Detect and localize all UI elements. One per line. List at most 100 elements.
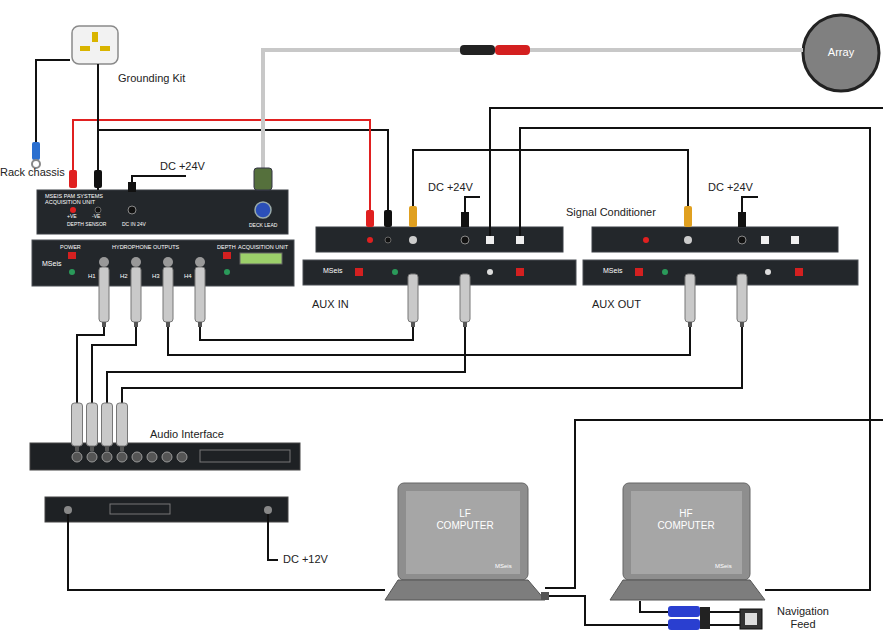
cable-plug <box>117 403 128 446</box>
xlr-socket <box>177 452 187 462</box>
xlr-socket <box>72 452 82 462</box>
array-circle: Array <box>803 12 879 94</box>
xlr-socket <box>162 452 172 462</box>
cable <box>107 312 465 428</box>
cable <box>263 50 803 190</box>
aux-out-unit: MSeisAUX OUT <box>583 258 858 312</box>
node-text: MSeis <box>603 267 622 275</box>
led <box>355 268 363 276</box>
plug-pin <box>92 32 98 42</box>
laptop-screen <box>406 491 520 574</box>
serial-splitter <box>700 607 710 629</box>
note-label: DC +24V <box>428 181 473 194</box>
wire <box>520 128 870 590</box>
node-text: ACQUISITION UNIT <box>238 244 288 250</box>
rear-panel <box>37 190 288 234</box>
serial-splitter <box>668 619 700 630</box>
port <box>791 236 799 244</box>
cable-plug <box>198 322 202 327</box>
banana-plug <box>384 210 392 227</box>
cable <box>122 312 742 428</box>
led <box>68 252 76 259</box>
note-label: DC +12V <box>283 553 328 566</box>
plug-pin <box>80 46 90 51</box>
cable-plug <box>131 267 141 322</box>
laptop-lid <box>398 483 528 580</box>
cable <box>168 286 690 355</box>
cable-plug <box>105 446 109 451</box>
node-text: MSeis <box>323 267 342 275</box>
cable-plug <box>102 403 113 446</box>
laptop-base <box>385 580 545 600</box>
node-text: Rack chassis <box>0 166 65 179</box>
xlr-socket <box>87 452 97 462</box>
node-text: H3 <box>152 273 160 280</box>
led <box>516 268 524 276</box>
deck-socket <box>255 202 271 218</box>
node-text: DEPTH <box>217 244 236 250</box>
note-label: Signal Conditioner <box>566 206 656 219</box>
cable-plug <box>688 322 692 327</box>
acquisition-rear: MSEIS PAM SYSTEMS ACQUISITION UNIT+VE-VE… <box>37 190 288 234</box>
laptop-screen <box>631 491 742 574</box>
node-text: Array <box>803 46 879 59</box>
led <box>765 269 771 275</box>
laptop-base <box>610 580 765 600</box>
node-text: H4 <box>184 273 192 280</box>
node-text: DEPTH SENSOR <box>67 222 106 228</box>
note-label: DC +24V <box>708 181 753 194</box>
db9-connector <box>740 609 762 629</box>
node-text: MSeis <box>715 563 732 570</box>
node-text: Audio Interface <box>150 428 224 441</box>
node-text: Navigation Feed <box>768 605 838 630</box>
banana-plug <box>460 45 495 55</box>
plug-pin <box>100 46 110 51</box>
wire <box>742 197 758 214</box>
wire <box>413 150 688 208</box>
node-text: POWER <box>60 244 81 250</box>
node-text: HF COMPUTER <box>651 508 721 531</box>
wire <box>98 130 388 212</box>
cable-plug <box>737 274 747 322</box>
led <box>223 252 231 259</box>
ring-terminal <box>32 142 40 160</box>
node-text: DECK LEAD <box>249 223 277 229</box>
socket <box>131 257 141 267</box>
dc-socket <box>128 206 136 214</box>
plug-cord <box>97 64 99 88</box>
cable-plug <box>134 322 138 327</box>
cable-plug <box>102 322 106 327</box>
led <box>224 269 230 275</box>
note-label: DC +24V <box>160 160 205 173</box>
cable-plug <box>740 322 744 327</box>
cable-plug <box>411 322 415 327</box>
dc-plug <box>128 182 136 192</box>
socket <box>643 237 649 243</box>
lf-computer: LF COMPUTERMSeis <box>385 483 545 601</box>
acquisition-front: MSeis POWER HYDROPHONE OUTPUTS DEPTHACQUISI… <box>32 240 294 286</box>
wire <box>268 514 278 560</box>
front-panel <box>303 260 576 285</box>
rear-panel <box>592 227 838 252</box>
xlr-socket <box>102 452 112 462</box>
cable-plug <box>87 403 98 446</box>
db9-connector <box>745 613 757 625</box>
wire <box>465 197 480 214</box>
rack-chassis: Rack chassis <box>0 142 72 181</box>
banana-plug <box>366 210 374 227</box>
jack-row <box>110 504 170 514</box>
cable <box>200 286 413 340</box>
socket <box>163 257 173 267</box>
wire <box>545 420 883 588</box>
node-text: Grounding Kit <box>118 72 185 85</box>
socket <box>95 207 101 213</box>
node-text: HYDROPHONE OUTPUTS <box>112 244 179 250</box>
cable <box>545 596 740 625</box>
node-text: AUX OUT <box>592 298 641 311</box>
node-text: MSeis <box>42 260 61 268</box>
node-text: AUX IN <box>312 298 349 311</box>
cable-plug <box>90 446 94 451</box>
wire <box>132 176 186 190</box>
socket <box>70 207 76 213</box>
